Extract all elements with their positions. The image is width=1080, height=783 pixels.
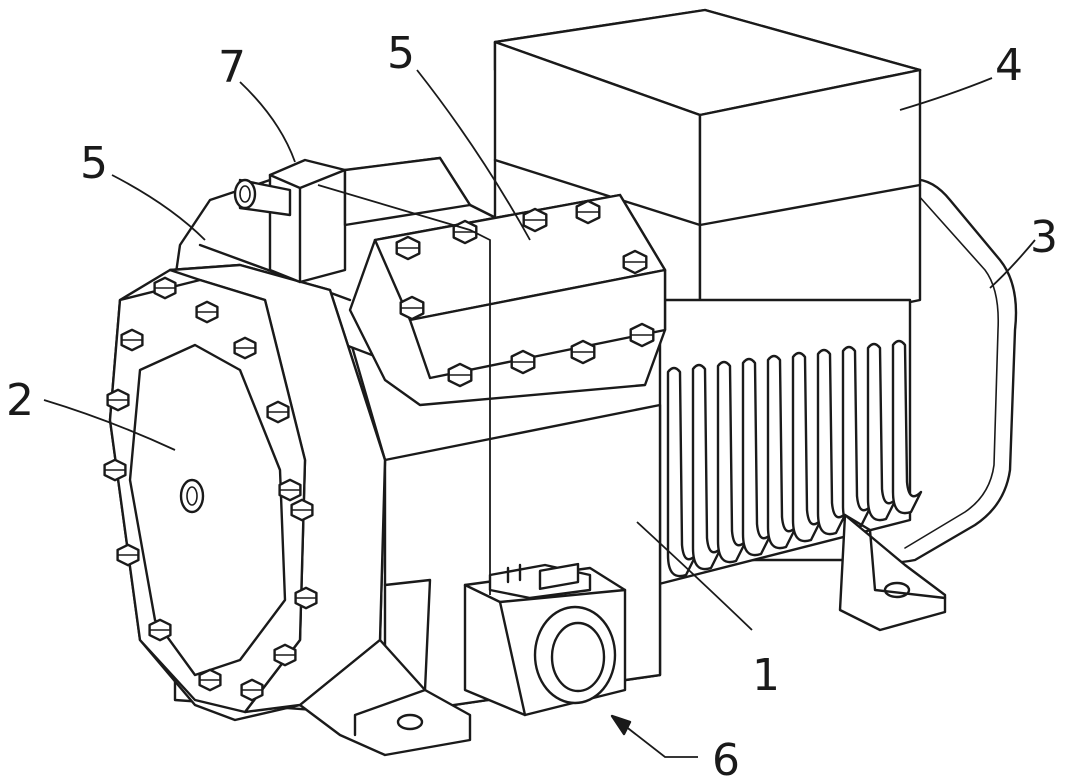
- callout-7: 7: [218, 42, 246, 93]
- hex-bolt: [395, 235, 421, 261]
- callout-6: 6: [712, 735, 740, 783]
- fin: [666, 366, 698, 578]
- leader-7b: [317, 184, 491, 595]
- leader-7: [239, 81, 296, 163]
- hex-bolt: [233, 336, 257, 360]
- hex-bolt: [447, 362, 473, 388]
- hex-bolt: [116, 543, 140, 567]
- leader-6: [619, 721, 698, 758]
- pipe-fitting: [233, 156, 472, 284]
- fin: [866, 342, 898, 522]
- fin: [791, 351, 823, 543]
- hex-bolt: [195, 300, 219, 324]
- leader-3: [989, 239, 1036, 289]
- callout-labels: 1 2 3 4 5 5 6 7: [6, 28, 1058, 783]
- hex-bolt: [575, 199, 601, 225]
- cylinder-head-cover: [348, 193, 667, 407]
- hex-bolt: [399, 295, 425, 321]
- arrow-6: [610, 714, 632, 736]
- fin: [691, 363, 723, 571]
- hex-bolt: [622, 249, 648, 275]
- fin: [766, 354, 798, 550]
- leader-4: [899, 77, 993, 111]
- leader-lines: [43, 69, 1036, 758]
- callout-2: 2: [6, 375, 34, 426]
- callout-4: 4: [995, 40, 1023, 91]
- leader-5b: [416, 69, 531, 241]
- callout-1: 1: [752, 650, 780, 701]
- hex-bolt: [570, 339, 596, 365]
- valve-block: [463, 562, 627, 717]
- hex-bolt: [153, 276, 177, 300]
- fin: [716, 360, 748, 564]
- leader-2: [43, 399, 176, 451]
- end-cover: [103, 263, 387, 722]
- hex-bolt: [266, 400, 290, 424]
- hex-bolt: [273, 643, 297, 667]
- fin: [741, 357, 773, 557]
- hex-bolt: [629, 322, 655, 348]
- cooling-fins: [653, 298, 923, 587]
- hex-bolt: [103, 458, 127, 482]
- fin: [891, 339, 923, 515]
- callout-5-top: 5: [387, 28, 415, 79]
- right-mount-foot: [838, 513, 947, 632]
- hex-bolt: [278, 478, 302, 502]
- hex-bolt: [240, 678, 264, 702]
- hex-bolt: [120, 328, 144, 352]
- leader-1: [636, 521, 753, 631]
- callout-5-left: 5: [80, 138, 108, 189]
- left-mount-foot: [298, 578, 472, 757]
- hex-bolt: [294, 586, 318, 610]
- fin: [816, 348, 848, 536]
- hex-bolt: [290, 498, 314, 522]
- hex-bolt: [510, 349, 536, 375]
- hex-bolt: [198, 668, 222, 692]
- hex-bolt: [148, 618, 172, 642]
- leader-5a: [111, 174, 206, 241]
- hex-bolt: [522, 207, 548, 233]
- hex-bolt: [106, 388, 130, 412]
- callout-3: 3: [1030, 212, 1058, 263]
